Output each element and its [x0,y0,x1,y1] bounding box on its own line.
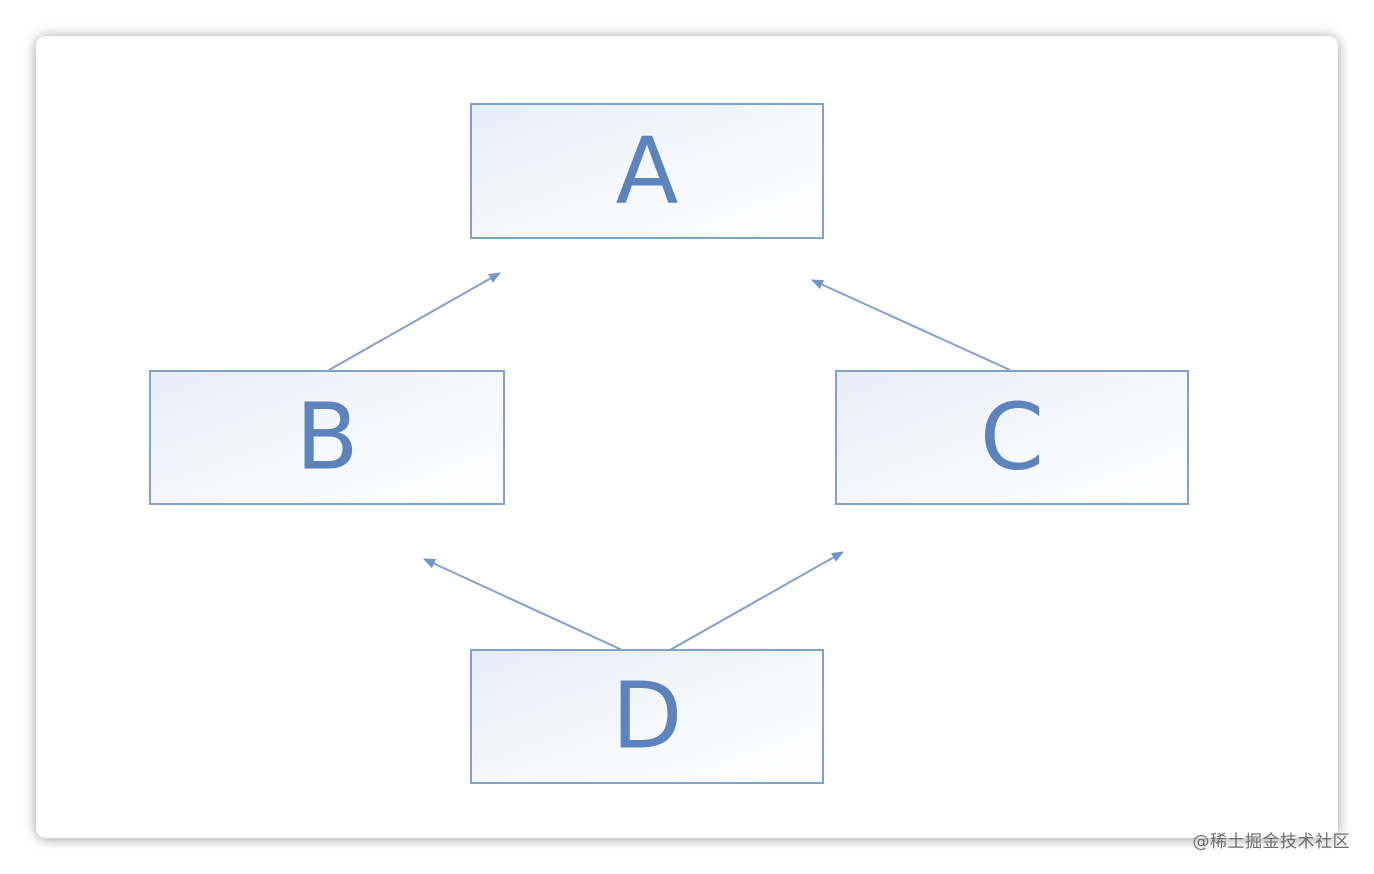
edge-d-to-b [423,558,623,651]
edge-b-to-a [328,272,501,371]
node-c-label: C [980,384,1044,491]
node-b-label: B [295,384,358,491]
node-d-label: D [612,663,683,770]
edges [328,272,1011,651]
edge-c-to-a [811,279,1011,371]
edge-d-to-c [669,551,844,651]
node-a-box [470,103,824,239]
node-a-label: A [616,118,679,225]
node-d-box [470,649,824,784]
node-b: B [149,370,505,505]
node-c-box [835,370,1189,505]
node-a: A [470,103,824,239]
node-c: C [835,370,1189,505]
node-d: D [470,649,824,784]
watermark-text: @稀土掘金技术社区 [1192,832,1350,852]
node-b-box [149,370,505,505]
